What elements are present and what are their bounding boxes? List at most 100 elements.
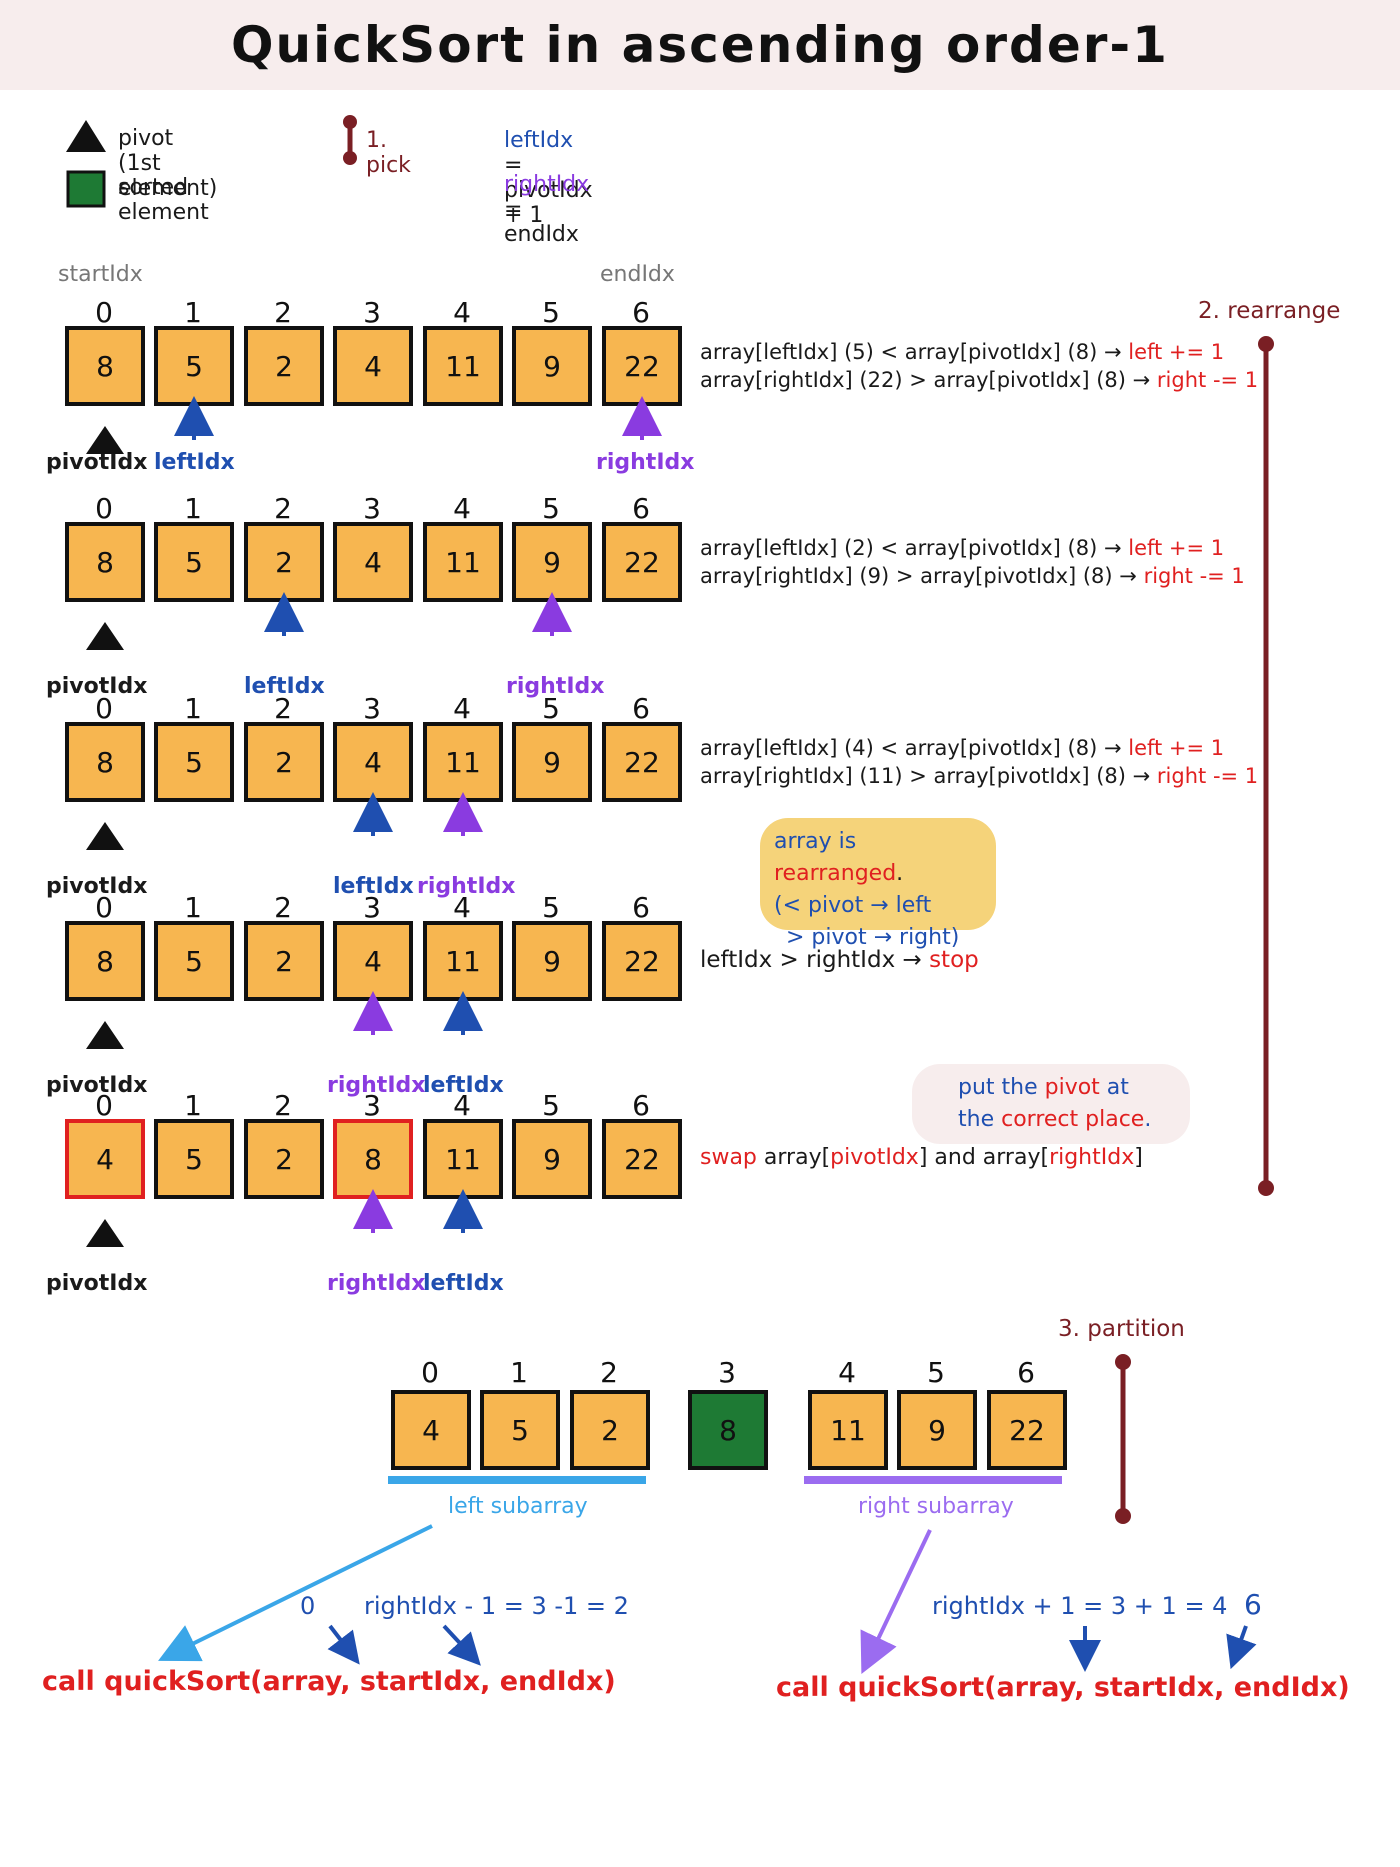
page-title: QuickSort in ascending order-1 — [231, 16, 1169, 74]
pivotidx-pointer-label: pivotIdx — [46, 674, 148, 699]
array-cell: 5 — [154, 921, 234, 1001]
sorted-pivot-cell: 8 — [688, 1390, 768, 1470]
comparison-note-right: array[rightIdx] (9) > array[pivotIdx] (8… — [700, 564, 1245, 588]
index-label: 3 — [363, 1089, 381, 1122]
index-label: 6 — [632, 891, 650, 924]
left-end-formula: rightIdx - 1 = 3 -1 = 2 — [364, 1592, 629, 1620]
index-label: 5 — [542, 492, 560, 525]
index-label: 1 — [184, 891, 202, 924]
array-cell: 22 — [602, 921, 682, 1001]
array-cell: 11 — [423, 921, 503, 1001]
rightidx-pointer-label: rightIdx — [417, 874, 516, 899]
pivotidx-pointer-label: pivotIdx — [46, 874, 148, 899]
index-label: 4 — [453, 692, 471, 725]
array-cell: 22 — [602, 722, 682, 802]
left-call-arrow-icon — [158, 1524, 433, 1662]
step3-label: 3. partition — [1058, 1316, 1185, 1342]
comparison-note-left: array[leftIdx] (2) < array[pivotIdx] (8)… — [700, 536, 1225, 560]
partition-cell: 9 — [897, 1390, 977, 1470]
index-label: 6 — [632, 296, 650, 329]
legend-shapes — [66, 115, 357, 208]
title-bar: QuickSort in ascending order-1 — [0, 0, 1400, 90]
pivotidx-pointer-label: pivotIdx — [46, 1271, 148, 1296]
index-label: 2 — [274, 296, 292, 329]
comparison-note-right: array[rightIdx] (22) > array[pivotIdx] (… — [700, 368, 1259, 392]
array-cell: 9 — [512, 722, 592, 802]
stop-condition-note: leftIdx > rightIdx → stop — [700, 947, 979, 973]
array-cell: 11 — [423, 722, 503, 802]
index-label: 5 — [542, 692, 560, 725]
index-label: 3 — [363, 891, 381, 924]
array-cell: 8 — [65, 326, 145, 406]
array-cell: 2 — [244, 522, 324, 602]
rearranged-note-bubble: array is rearranged. (< pivot → left > p… — [760, 818, 996, 950]
index-label: 2 — [274, 1089, 292, 1122]
array-cell: 8 — [65, 921, 145, 1001]
index-label: 1 — [184, 492, 202, 525]
index-label: 0 — [95, 692, 113, 725]
partition-index-label: 2 — [600, 1356, 618, 1389]
pivot-triangle-icon — [66, 120, 106, 152]
partition-cell: 11 — [808, 1390, 888, 1470]
index-label: 6 — [632, 692, 650, 725]
array-cell: 22 — [602, 522, 682, 602]
leftidx-pointer-label: leftIdx — [423, 1073, 504, 1098]
partition-cell: 2 — [570, 1390, 650, 1470]
right-end-value: 6 — [1244, 1588, 1262, 1621]
index-label: 1 — [184, 1089, 202, 1122]
partition-cell: 4 — [391, 1390, 471, 1470]
partition-index-label: 5 — [927, 1356, 945, 1389]
startidx-label: startIdx — [58, 262, 143, 287]
rightidx-pointer-label: rightIdx — [327, 1073, 426, 1098]
index-label: 0 — [95, 891, 113, 924]
right-recursive-call: call quickSort(array, startIdx, endIdx) — [776, 1672, 1350, 1703]
index-label: 4 — [453, 891, 471, 924]
index-label: 4 — [453, 492, 471, 525]
endidx-label: endIdx — [600, 262, 675, 287]
right-subarray-underline — [804, 1476, 1062, 1484]
pivot-triangle-icon — [86, 1021, 124, 1049]
left-subarray-label: left subarray — [448, 1494, 588, 1519]
array-cell: 4 — [333, 921, 413, 1001]
partition-index-label: 6 — [1017, 1356, 1035, 1389]
index-label: 2 — [274, 492, 292, 525]
step2-label: 2. rearrange — [1198, 298, 1341, 324]
rightidx-pointer-label: rightIdx — [327, 1271, 426, 1296]
swap-note: swap array[pivotIdx] and array[rightIdx] — [700, 1145, 1143, 1170]
partition-cell: 5 — [480, 1390, 560, 1470]
array-cell: 9 — [512, 1119, 592, 1199]
index-label: 1 — [184, 692, 202, 725]
index-label: 4 — [453, 296, 471, 329]
index-label: 3 — [363, 692, 381, 725]
rightidx-pointer-label: rightIdx — [506, 674, 605, 699]
pivot-triangle-icon — [86, 426, 124, 454]
array-cell: 4 — [333, 326, 413, 406]
leftidx-pointer-label: leftIdx — [333, 874, 414, 899]
left-start-value: 0 — [300, 1592, 316, 1620]
array-cell: 2 — [244, 722, 324, 802]
legend-sorted-text: sorted element — [118, 175, 209, 225]
array-cell: 2 — [244, 326, 324, 406]
array-cell: 11 — [423, 326, 503, 406]
end-arg-arrow-icon — [1226, 1625, 1257, 1670]
start-arg-arrow-icon — [327, 1624, 360, 1665]
array-cell: 5 — [154, 722, 234, 802]
index-label: 5 — [542, 891, 560, 924]
partition-cell: 22 — [987, 1390, 1067, 1470]
comparison-note-right: array[rightIdx] (11) > array[pivotIdx] (… — [700, 764, 1259, 788]
pivot-triangle-icon — [86, 1219, 124, 1247]
sorted-square-icon — [66, 170, 106, 208]
partition-index-label: 0 — [421, 1356, 439, 1389]
array-cell: 11 — [423, 1119, 503, 1199]
right-call-arrow-icon — [860, 1529, 932, 1675]
index-label: 1 — [184, 296, 202, 329]
right-subarray-label: right subarray — [858, 1494, 1014, 1519]
legend-left-formula: leftIdx = pivotIdx + 1 — [504, 128, 593, 228]
index-label: 3 — [363, 296, 381, 329]
end-arg-arrow-icon — [442, 1624, 481, 1666]
index-label: 2 — [274, 891, 292, 924]
array-cell: 4 — [65, 1119, 145, 1199]
array-cell: 4 — [333, 522, 413, 602]
leftidx-pointer-label: leftIdx — [423, 1271, 504, 1296]
